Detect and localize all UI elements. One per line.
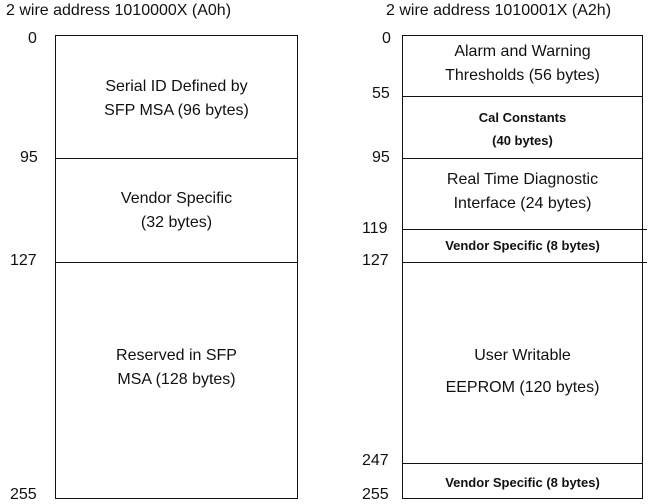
a2h-divider-119 [402, 229, 647, 230]
segment-line: Thresholds (56 bytes) [445, 67, 600, 84]
a0h-address-255: 255 [10, 486, 37, 503]
a0h-address-127: 127 [10, 252, 37, 269]
segment-line: Vendor Specific [120, 190, 233, 207]
segment-line: Serial ID Defined by [105, 78, 248, 95]
segment-line: User Writable [474, 347, 571, 364]
a0h-address-0: 0 [28, 30, 37, 47]
left-map-title: 2 wire address 1010000X (A0h) [6, 2, 232, 19]
a2h-segment-alarm-thresholds: Alarm and Warning Thresholds (56 bytes) [402, 38, 643, 90]
a0h-segment-vendor-specific: Vendor Specific (32 bytes) [55, 176, 298, 246]
a2h-segment-vendor-specific-2: Vendor Specific (8 bytes) [402, 466, 643, 498]
segment-line: Vendor Specific (8 bytes) [445, 474, 600, 490]
a2h-divider-127 [402, 262, 647, 263]
segment-line: Reserved in SFP [116, 347, 237, 364]
a2h-address-55: 55 [372, 85, 390, 102]
a2h-address-127: 127 [362, 252, 389, 269]
a2h-address-255: 255 [362, 486, 389, 503]
a2h-address-95: 95 [372, 149, 390, 166]
segment-line: SFP MSA (96 bytes) [104, 102, 249, 119]
a0h-address-95: 95 [20, 149, 38, 166]
a2h-address-247: 247 [362, 452, 389, 469]
right-map-title: 2 wire address 1010001X (A2h) [386, 2, 612, 19]
segment-line: Vendor Specific (8 bytes) [445, 237, 600, 253]
segment-line: (32 bytes) [140, 214, 213, 231]
a0h-divider-95 [55, 158, 298, 159]
a0h-divider-127 [55, 262, 298, 263]
a0h-segment-serial-id: Serial ID Defined by SFP MSA (96 bytes) [55, 60, 298, 138]
a2h-segment-real-time-diagnostic: Real Time Diagnostic Interface (24 bytes… [402, 166, 643, 218]
a2h-address-119: 119 [362, 220, 388, 237]
segment-line: (40 bytes) [492, 133, 553, 148]
a2h-divider-55 [402, 96, 643, 97]
a0h-segment-reserved: Reserved in SFP MSA (128 bytes) [55, 330, 298, 406]
a2h-address-0: 0 [382, 30, 391, 47]
a0h-memory-map-box [55, 35, 298, 499]
a2h-divider-247 [402, 463, 643, 464]
a2h-divider-95 [402, 158, 643, 159]
segment-line: Alarm and Warning [454, 43, 591, 60]
segment-line: EEPROM (120 bytes) [445, 379, 600, 396]
segment-line: Cal Constants [478, 110, 567, 125]
segment-line: Interface (24 bytes) [453, 195, 592, 212]
a2h-memory-map-box [402, 35, 643, 499]
a2h-segment-cal-constants: Cal Constants (40 bytes) [402, 104, 643, 154]
segment-line: MSA (128 bytes) [117, 371, 236, 388]
a2h-segment-user-eeprom: User Writable EEPROM (120 bytes) [402, 340, 643, 404]
segment-line: Real Time Diagnostic [446, 171, 599, 188]
a2h-segment-vendor-specific-1: Vendor Specific (8 bytes) [402, 230, 643, 260]
